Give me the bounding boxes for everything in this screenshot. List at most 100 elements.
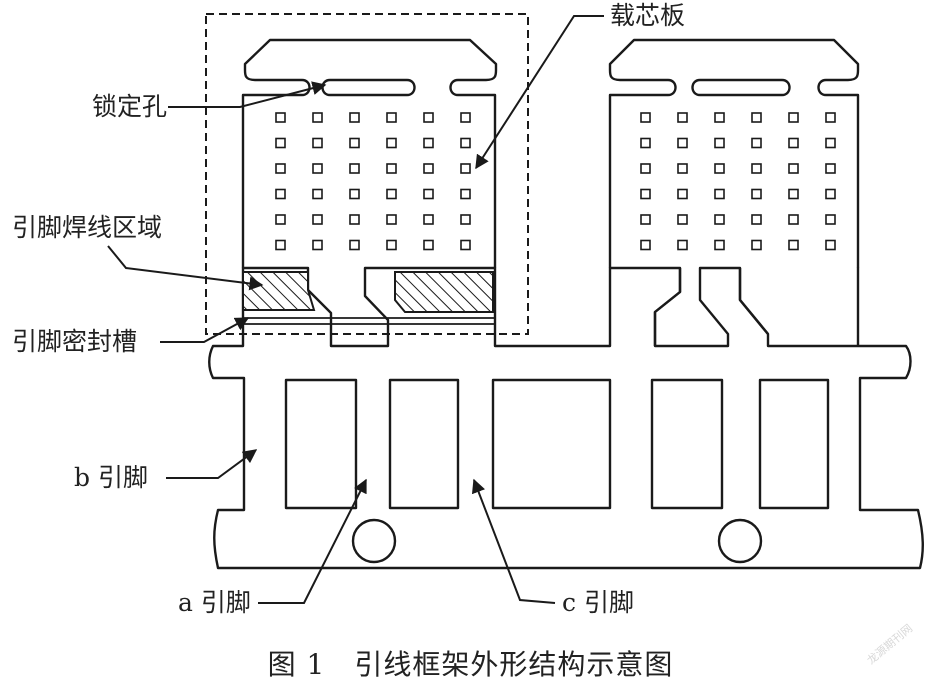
lock-hole-right xyxy=(691,78,791,97)
pad-square xyxy=(677,112,688,123)
pad-square xyxy=(751,188,762,200)
label-c-pin: c 引脚 xyxy=(562,588,634,617)
pad-square xyxy=(640,163,651,174)
label-lock-hole: 锁定孔 xyxy=(92,92,168,121)
pad-square xyxy=(714,188,725,200)
chip-board-right xyxy=(608,38,860,268)
leader-seal-groove xyxy=(160,317,250,343)
pad-square xyxy=(423,239,434,251)
pad-square xyxy=(275,163,286,174)
pad-square xyxy=(386,163,397,174)
pad-square xyxy=(825,214,836,225)
leader-weld-area xyxy=(107,245,264,291)
pad-square xyxy=(751,137,762,149)
leader-c-pin xyxy=(471,478,556,604)
pad-square xyxy=(640,137,651,149)
pad-square xyxy=(312,239,323,251)
pad-square xyxy=(751,214,762,225)
pad-square xyxy=(349,112,360,123)
pad-square xyxy=(714,137,725,149)
weld-area-right xyxy=(394,271,494,313)
pad-square xyxy=(349,137,360,149)
pad-square xyxy=(423,137,434,149)
pad-square xyxy=(275,214,286,225)
pad-square xyxy=(423,214,434,225)
pad-square xyxy=(640,214,651,225)
pad-square xyxy=(677,163,688,174)
leader-b-pin xyxy=(166,449,258,479)
pad-square xyxy=(825,163,836,174)
pad-square xyxy=(677,239,688,251)
pad-square xyxy=(460,112,471,123)
pad-square xyxy=(349,188,360,200)
window-5 xyxy=(758,378,830,510)
pad-square xyxy=(386,188,397,200)
pad-square xyxy=(349,214,360,225)
label-seal-groove: 引脚密封槽 xyxy=(12,327,138,356)
pad-square xyxy=(714,112,725,123)
pad-square xyxy=(751,239,762,251)
pad-square xyxy=(275,188,286,200)
pad-square xyxy=(788,239,799,251)
lock-hole-left xyxy=(321,78,416,97)
pad-square xyxy=(825,239,836,251)
pad-square xyxy=(788,163,799,174)
pad-grid-left xyxy=(275,112,471,251)
weld-area-left xyxy=(242,271,316,311)
pad-square xyxy=(714,163,725,174)
pad-square xyxy=(460,239,471,251)
leader-lock-hole xyxy=(168,81,327,108)
pad-square xyxy=(714,239,725,251)
pad-square xyxy=(460,188,471,200)
pad-square xyxy=(640,188,651,200)
window-3 xyxy=(491,378,612,510)
pad-square xyxy=(312,137,323,149)
seal-groove xyxy=(243,317,495,325)
lead-frame-outline xyxy=(208,266,924,570)
pad-square xyxy=(460,137,471,149)
label-a-pin: a 引脚 xyxy=(178,588,251,617)
pad-square xyxy=(825,112,836,123)
window-1 xyxy=(284,378,358,510)
pad-square xyxy=(312,163,323,174)
pad-square xyxy=(349,239,360,251)
pad-square xyxy=(460,214,471,225)
pad-square xyxy=(386,137,397,149)
pad-square xyxy=(423,188,434,200)
lead-finger-right-a xyxy=(653,268,682,346)
window-2 xyxy=(388,378,460,510)
tooling-hole-left xyxy=(351,518,397,564)
tooling-hole-right xyxy=(717,518,763,564)
pad-square xyxy=(751,112,762,123)
pad-square xyxy=(714,214,725,225)
chip-board-left xyxy=(241,38,498,268)
pad-square xyxy=(312,214,323,225)
pad-square xyxy=(825,188,836,200)
pad-square xyxy=(788,112,799,123)
window-4 xyxy=(650,378,724,510)
label-chip-board: 载芯板 xyxy=(610,1,686,30)
pad-square xyxy=(423,163,434,174)
pad-square xyxy=(460,163,471,174)
pad-square xyxy=(640,112,651,123)
label-b-pin: b 引脚 xyxy=(74,463,148,492)
pad-square xyxy=(386,214,397,225)
leader-chip-board xyxy=(475,15,604,170)
pad-square xyxy=(788,137,799,149)
pad-square xyxy=(312,188,323,200)
pad-square xyxy=(788,214,799,225)
lead-finger-right-b xyxy=(738,268,769,335)
label-weld-area: 引脚焊线区域 xyxy=(12,213,163,242)
pad-grid-right xyxy=(640,112,836,251)
pad-square xyxy=(275,112,286,123)
pad-square xyxy=(312,112,323,123)
pad-square xyxy=(349,163,360,174)
pad-square xyxy=(386,112,397,123)
pad-square xyxy=(677,137,688,149)
pad-square xyxy=(275,137,286,149)
figure-caption: 图 1 引线框架外形结构示意图 xyxy=(267,648,674,681)
leader-a-pin xyxy=(258,478,367,604)
pad-square xyxy=(386,239,397,251)
pad-square xyxy=(788,188,799,200)
